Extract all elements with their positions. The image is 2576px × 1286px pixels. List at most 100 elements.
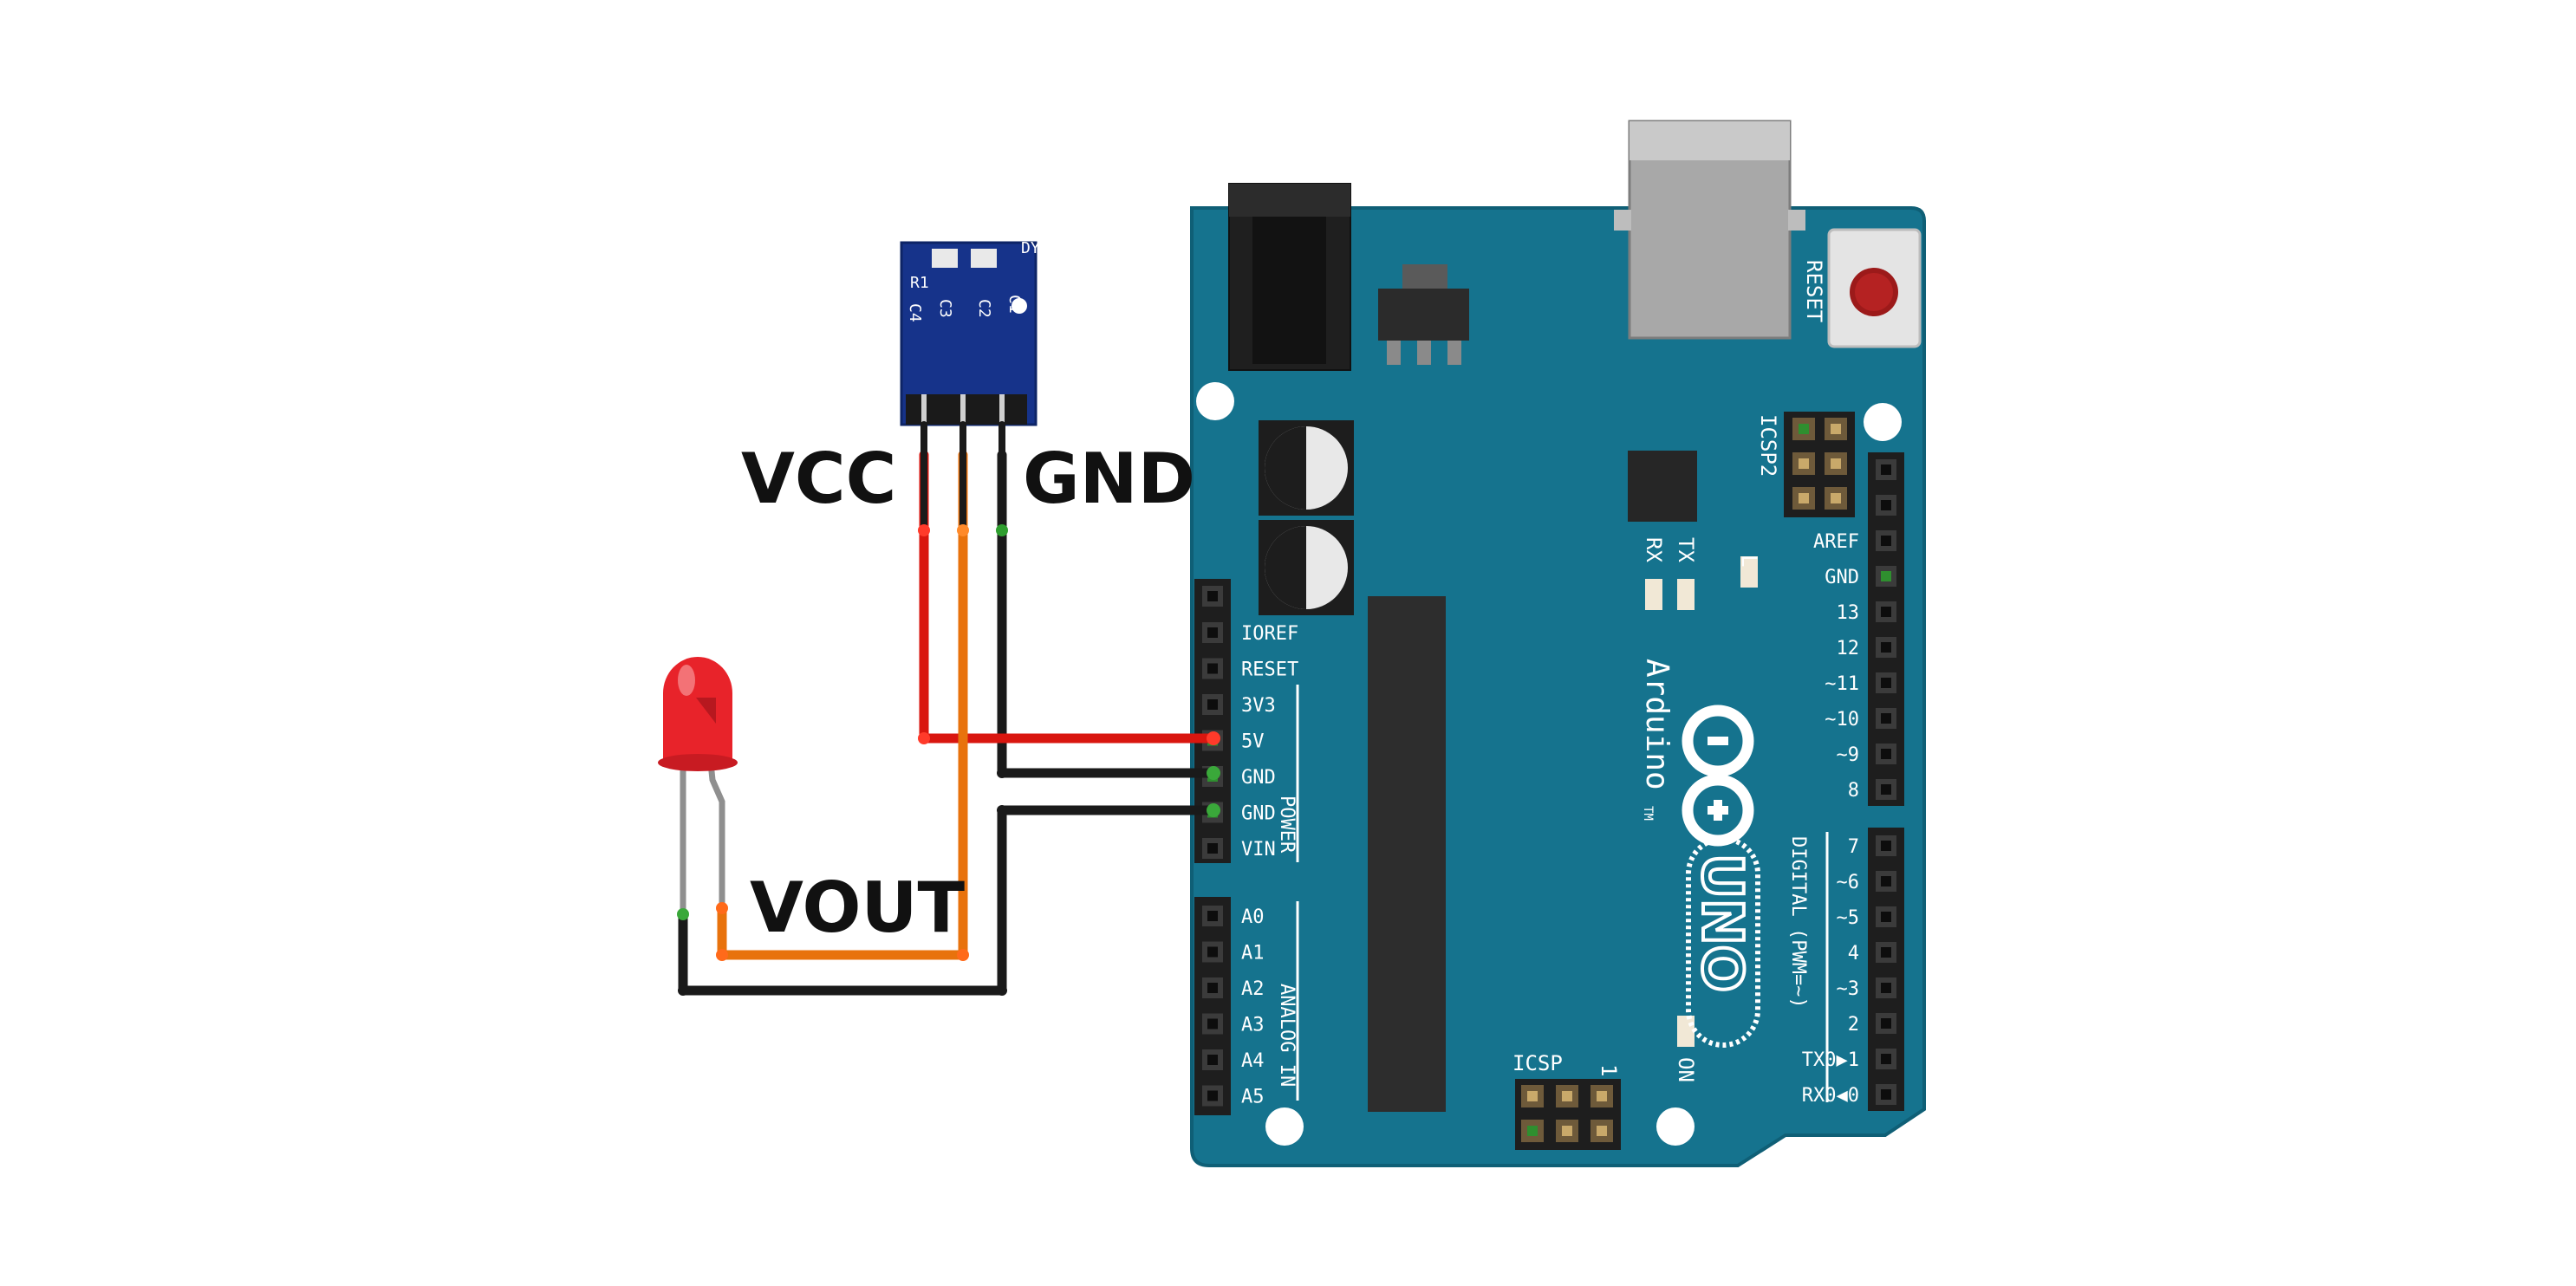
- icsp2-label: ICSP2: [1756, 414, 1780, 477]
- mounting-hole: [1864, 403, 1902, 441]
- pin-label: AREF: [1813, 531, 1859, 553]
- pin-label: 13: [1837, 602, 1860, 624]
- power-jack: [1228, 183, 1351, 371]
- header-pin-hole: [1881, 947, 1891, 958]
- reset-label: RESET: [1802, 260, 1826, 322]
- red-led: [658, 657, 738, 920]
- header-pin-hole: [1207, 1055, 1218, 1065]
- header-pin-hole: [1207, 1018, 1218, 1029]
- usb-interface-chip: [1628, 451, 1697, 522]
- header-pin-hole: [1881, 749, 1891, 759]
- header-pin-hole: [1597, 1126, 1607, 1136]
- usb-connector: [1614, 120, 1805, 340]
- header-pin-hole: [1207, 663, 1218, 674]
- header-pin-hole: [1562, 1126, 1572, 1136]
- pin-label: 4: [1848, 943, 1859, 964]
- pin-label: ~9: [1837, 744, 1860, 766]
- header-pin-hole: [1881, 983, 1891, 993]
- reset-button[interactable]: [1827, 228, 1922, 348]
- on-led: [1677, 1016, 1695, 1047]
- l-led: [1740, 556, 1758, 588]
- header-pin-hole: [1881, 464, 1891, 475]
- header-pin-hole: [1527, 1091, 1538, 1101]
- arduino-brand: Arduino: [1639, 659, 1675, 790]
- power-header-label: POWER: [1276, 796, 1298, 854]
- silkscreen-label: C4: [906, 303, 924, 322]
- pin-label: ~3: [1837, 978, 1860, 1000]
- header-pin-hole: [1881, 500, 1891, 510]
- pin-label: ~6: [1837, 872, 1860, 893]
- silkscreen-label: C2: [975, 299, 993, 318]
- header-pin-hole: [1881, 607, 1891, 617]
- header-pin-hole: [1881, 536, 1891, 546]
- header-pin-hole: [1881, 841, 1891, 851]
- header-pin-hole: [1881, 571, 1891, 581]
- tx-label: TX: [1674, 537, 1698, 562]
- gnd-label: GND: [1023, 438, 1195, 519]
- header-pin-hole: [1881, 642, 1891, 653]
- uno-badge: UNO: [1686, 836, 1760, 1048]
- pin-label: 8: [1848, 780, 1859, 802]
- icsp-label: ICSP: [1512, 1051, 1563, 1075]
- silkscreen-label: C1: [1005, 295, 1024, 314]
- header-pin-hole: [1207, 983, 1218, 993]
- pin-label: IOREF: [1241, 623, 1298, 645]
- uno-label: UNO: [1689, 854, 1753, 992]
- pin-label: TX0▶1: [1802, 1049, 1859, 1071]
- pin-label: A2: [1241, 978, 1265, 1000]
- header-pin-hole: [1881, 678, 1891, 688]
- mounting-hole: [1196, 382, 1234, 420]
- header-pin-hole: [1881, 1018, 1891, 1029]
- pin-label: 5V: [1241, 731, 1265, 753]
- wires: [678, 421, 1220, 996]
- pin-label: 3V3: [1241, 695, 1276, 717]
- tx-led: [1677, 579, 1695, 610]
- pin-label: A4: [1241, 1050, 1265, 1072]
- header-pin-hole: [1799, 458, 1809, 469]
- header-pin-hole: [1799, 424, 1809, 434]
- pin-label: ~5: [1837, 907, 1860, 929]
- rx-label: RX: [1642, 537, 1666, 562]
- header-pin-hole: [1831, 493, 1841, 503]
- mounting-hole: [1265, 1107, 1304, 1146]
- pin-label: ~11: [1825, 673, 1859, 695]
- pin-label: 12: [1837, 638, 1860, 659]
- icsp2-header: [1784, 412, 1855, 517]
- l-label: L: [1737, 555, 1761, 567]
- header-pin-hole: [1207, 843, 1218, 854]
- icsp-header: [1515, 1079, 1621, 1150]
- analog-header-label: ANALOG IN: [1276, 984, 1298, 1087]
- header-pin-hole: [1799, 493, 1809, 503]
- silkscreen-label: R1: [910, 274, 929, 292]
- header-pin-hole: [1831, 424, 1841, 434]
- capacitor: [1259, 520, 1354, 615]
- pin-label: GND: [1241, 767, 1276, 789]
- header-pin-hole: [1881, 876, 1891, 887]
- header-pin-hole: [1207, 911, 1218, 921]
- icsp-pin1-label: 1: [1597, 1064, 1621, 1076]
- vcc-label: VCC: [741, 438, 896, 519]
- header-pin-hole: [1881, 784, 1891, 795]
- header-pin-hole: [1527, 1126, 1538, 1136]
- on-label: ON: [1674, 1057, 1698, 1082]
- capacitor: [1259, 420, 1354, 516]
- vout-label: VOUT: [750, 867, 965, 948]
- header-pin-hole: [1207, 699, 1218, 710]
- header-pin-hole: [1207, 946, 1218, 958]
- header-pin-hole: [1597, 1091, 1607, 1101]
- microcontroller-chip: [1368, 596, 1446, 1112]
- arduino-trademark: TM: [1641, 806, 1655, 821]
- pin-label: RESET: [1241, 659, 1298, 681]
- header-pin-hole: [1207, 1090, 1218, 1101]
- pin-label: A0: [1241, 906, 1265, 928]
- pin-label: GND: [1241, 803, 1276, 825]
- header-pin-hole: [1881, 713, 1891, 724]
- analog-header: [1194, 897, 1231, 1115]
- header-pin-hole: [1881, 1054, 1891, 1064]
- pin-label: A5: [1241, 1087, 1265, 1108]
- rx-led: [1645, 579, 1662, 610]
- silkscreen-label: DY: [1021, 239, 1040, 257]
- pin-label: A1: [1241, 943, 1265, 964]
- header-pin-hole: [1831, 458, 1841, 469]
